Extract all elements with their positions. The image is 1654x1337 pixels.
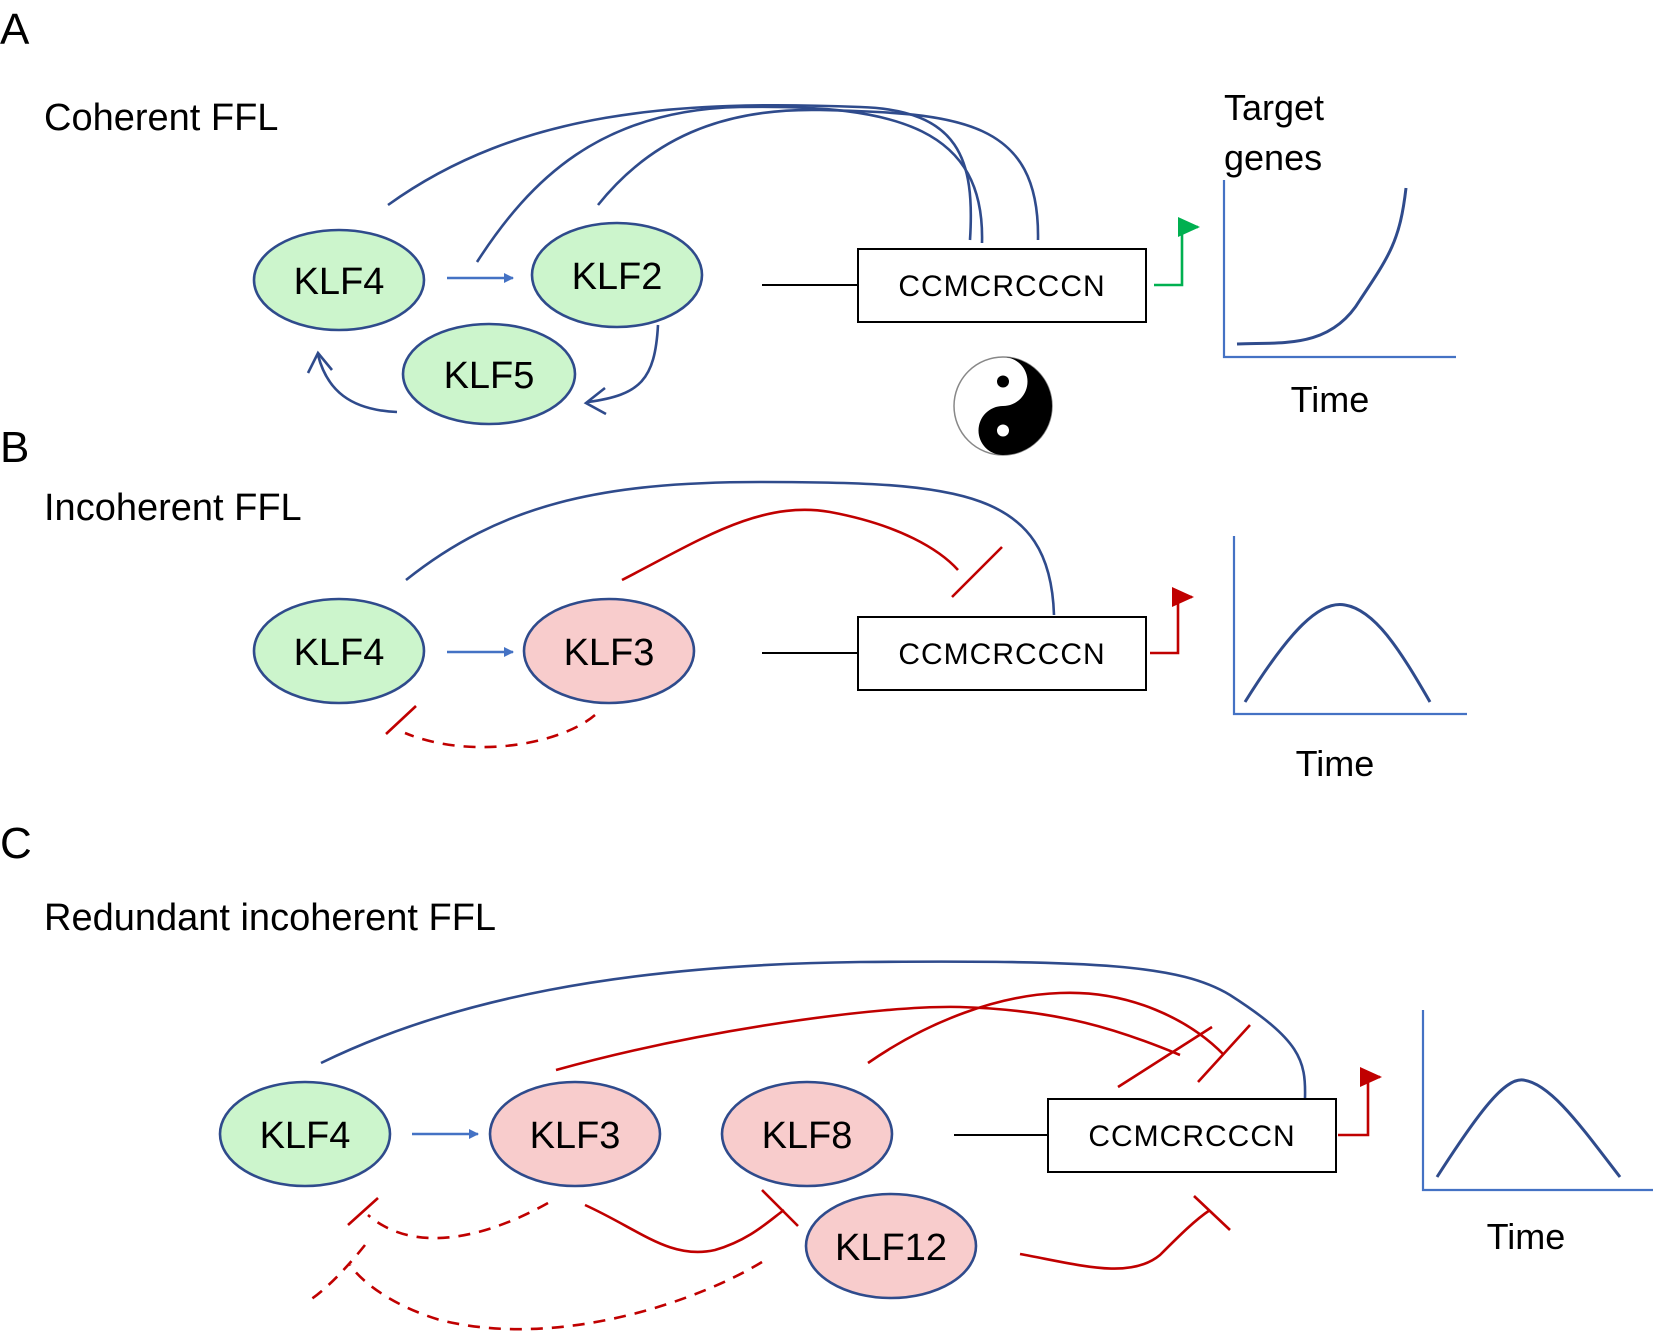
promoter-box-a: CCMCRCCCN bbox=[857, 248, 1147, 323]
promoter-box-b: CCMCRCCCN bbox=[857, 616, 1147, 691]
edge-klf4-to-promoter bbox=[387, 103, 973, 241]
panel-b-letter: B bbox=[0, 423, 29, 472]
inhibit-bar-c5 bbox=[347, 1197, 379, 1226]
edge-c-klf12-to-klf4-dashed bbox=[348, 1260, 763, 1331]
edge-b-klf3-to-promoter bbox=[621, 508, 959, 582]
svg-text:CCMCRCCCN: CCMCRCCCN bbox=[898, 270, 1105, 303]
panel-c-title: Redundant incoherent FFL bbox=[44, 897, 496, 939]
svg-text:KLF8: KLF8 bbox=[762, 1115, 853, 1157]
edge-klf2-to-klf5 bbox=[587, 324, 660, 404]
node-c-klf3: KLF3 bbox=[488, 1080, 662, 1188]
edge-c-dashed-tail bbox=[309, 1244, 367, 1302]
inhibit-bar-b bbox=[951, 546, 1003, 598]
edge-c-klf3-to-promoter bbox=[555, 1005, 1181, 1072]
svg-text:KLF5: KLF5 bbox=[444, 355, 535, 397]
svg-text:KLF3: KLF3 bbox=[530, 1115, 621, 1157]
plot-b-xlabel: Time bbox=[1296, 743, 1375, 784]
edge-klf5-to-klf4 bbox=[316, 354, 398, 414]
panel-a: A Coherent FFL KLF4 KLF2 KLF5 bbox=[0, 5, 1456, 456]
edge-c-klf8-to-promoter bbox=[867, 991, 1225, 1065]
plot-c: Time bbox=[1421, 1010, 1653, 1257]
edge-c-klf3-to-klf4-dashed bbox=[367, 1201, 549, 1240]
plot-b-axes bbox=[1232, 536, 1467, 716]
svg-text:KLF3: KLF3 bbox=[564, 632, 655, 674]
inhibit-bar-c4 bbox=[1193, 1195, 1231, 1231]
plot-a-xlabel: Time bbox=[1291, 379, 1370, 420]
edge-b-klf4-to-promoter bbox=[405, 480, 1056, 616]
node-a-klf2: KLF2 bbox=[530, 221, 704, 329]
svg-text:KLF2: KLF2 bbox=[572, 256, 663, 298]
node-c-klf12: KLF12 bbox=[804, 1192, 978, 1300]
panel-c-letter: C bbox=[0, 819, 32, 868]
promoter-box-c: CCMCRCCCN bbox=[1047, 1098, 1337, 1173]
node-a-klf5: KLF5 bbox=[401, 322, 577, 426]
plot-a: Time bbox=[1222, 180, 1456, 420]
plot-b: Time bbox=[1232, 536, 1467, 784]
edge-klf5-to-promoter bbox=[596, 108, 1040, 241]
edge-klf2-to-promoter bbox=[475, 105, 984, 263]
svg-text:CCMCRCCCN: CCMCRCCCN bbox=[898, 638, 1105, 671]
inhibit-bar-b-klf4 bbox=[385, 705, 417, 735]
svg-text:KLF4: KLF4 bbox=[260, 1115, 351, 1157]
panel-c: C Redundant incoherent FFL KLF4 K bbox=[0, 819, 1653, 1331]
edge-c-klf3-to-klf12 bbox=[584, 1203, 785, 1254]
node-a-klf4: KLF4 bbox=[252, 228, 426, 332]
node-c-klf8: KLF8 bbox=[720, 1080, 894, 1188]
panel-a-title: Coherent FFL bbox=[44, 97, 278, 139]
inhibit-bar-c2 bbox=[1197, 1024, 1251, 1083]
svg-text:CCMCRCCCN: CCMCRCCCN bbox=[1088, 1120, 1295, 1153]
yin-yang-icon bbox=[953, 356, 1053, 456]
svg-text:KLF4: KLF4 bbox=[294, 632, 385, 674]
plot-c-xlabel: Time bbox=[1487, 1216, 1566, 1257]
plot-b-curve bbox=[1243, 602, 1432, 703]
arrowhead-klf5 bbox=[583, 386, 607, 416]
edge-c-klf12-to-promoter bbox=[1019, 1208, 1211, 1270]
output-arrow-c bbox=[1338, 1067, 1382, 1137]
edge-b-klf3-to-klf4-dashed bbox=[404, 714, 596, 749]
svg-text:KLF12: KLF12 bbox=[835, 1227, 947, 1269]
panel-b-title: Incoherent FFL bbox=[44, 487, 302, 529]
plot-a-axes bbox=[1222, 180, 1456, 359]
plot-a-curve bbox=[1236, 187, 1408, 346]
panel-a-letter: A bbox=[0, 5, 30, 54]
output-arrow-up bbox=[1154, 217, 1200, 287]
edge-c-klf4-to-promoter bbox=[320, 960, 1307, 1099]
inhibit-bar-c3 bbox=[761, 1189, 799, 1227]
svg-text:KLF4: KLF4 bbox=[294, 261, 385, 303]
node-b-klf3: KLF3 bbox=[522, 597, 696, 705]
inhibit-bar-c1 bbox=[1117, 1025, 1213, 1089]
plot-c-curve bbox=[1435, 1078, 1622, 1178]
node-b-klf4: KLF4 bbox=[252, 597, 426, 705]
panel-b: B Incoherent FFL KLF4 KLF3 CCMCRCCCN Tim… bbox=[0, 423, 1467, 784]
target-genes-label-line1: Target bbox=[1224, 87, 1324, 128]
target-genes-label-line2: genes bbox=[1224, 137, 1322, 178]
arrowhead-klf4 bbox=[306, 350, 334, 374]
plot-c-axes bbox=[1421, 1010, 1653, 1192]
output-arrow-b bbox=[1150, 587, 1194, 655]
node-c-klf4: KLF4 bbox=[218, 1080, 392, 1188]
